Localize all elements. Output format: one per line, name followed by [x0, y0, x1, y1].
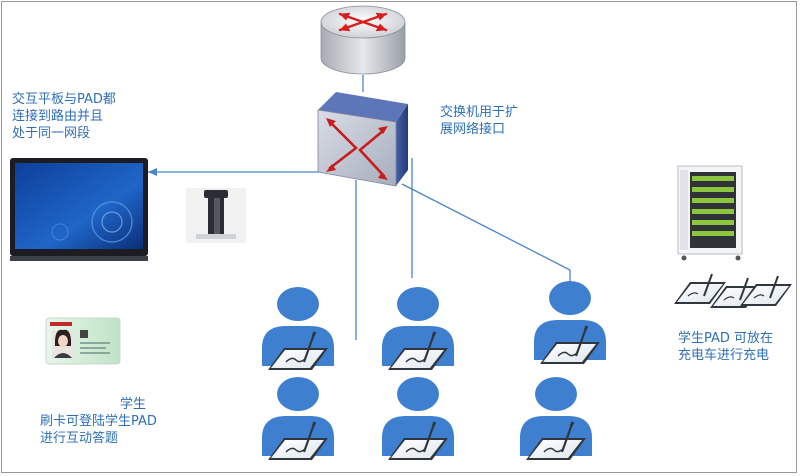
student-with-pad-icon: [260, 375, 336, 462]
caption-line: 连接到路由并且: [12, 109, 104, 124]
student-card-icon: [45, 317, 121, 365]
arrow-head-left: [148, 168, 157, 176]
pad-stack-icon: [673, 273, 793, 309]
caption-charging: 学生PAD 可放在 充电车进行充电: [678, 330, 773, 364]
interactive-panel-icon: [10, 158, 148, 261]
student-with-pad-icon: [380, 285, 456, 372]
caption-line: 刷卡可登陆学生PAD: [40, 414, 157, 429]
connection-lines: [148, 75, 571, 340]
caption-tablet-router: 交互平板与PAD都 连接到路由并且 处于同一网段: [12, 91, 116, 142]
student-with-pad-icon: [518, 375, 594, 462]
caption-line: 处于同一网段: [12, 126, 91, 141]
caption-line: 展网络接口: [440, 122, 506, 137]
caption-switch: 交换机用于扩 展网络接口: [440, 104, 518, 138]
router-icon: [320, 5, 406, 75]
student-with-pad-icon: [380, 375, 456, 462]
document-camera-icon: [186, 188, 246, 243]
charging-cart-icon: [677, 165, 743, 261]
student-with-pad-icon: [260, 285, 336, 372]
switch-icon: [317, 92, 408, 187]
caption-line: 进行互动答题: [40, 431, 119, 446]
caption-line: 充电车进行充电: [678, 348, 770, 363]
caption-card-login: 学生 刷卡可登陆学生PAD 进行互动答题: [40, 396, 157, 447]
caption-line: 交换机用于扩: [440, 105, 519, 120]
student-with-pad-icon: [532, 279, 608, 366]
caption-line: 学生PAD 可放在: [678, 331, 774, 346]
caption-line: 学生: [120, 397, 147, 412]
caption-line: 交互平板与PAD都: [12, 92, 116, 107]
